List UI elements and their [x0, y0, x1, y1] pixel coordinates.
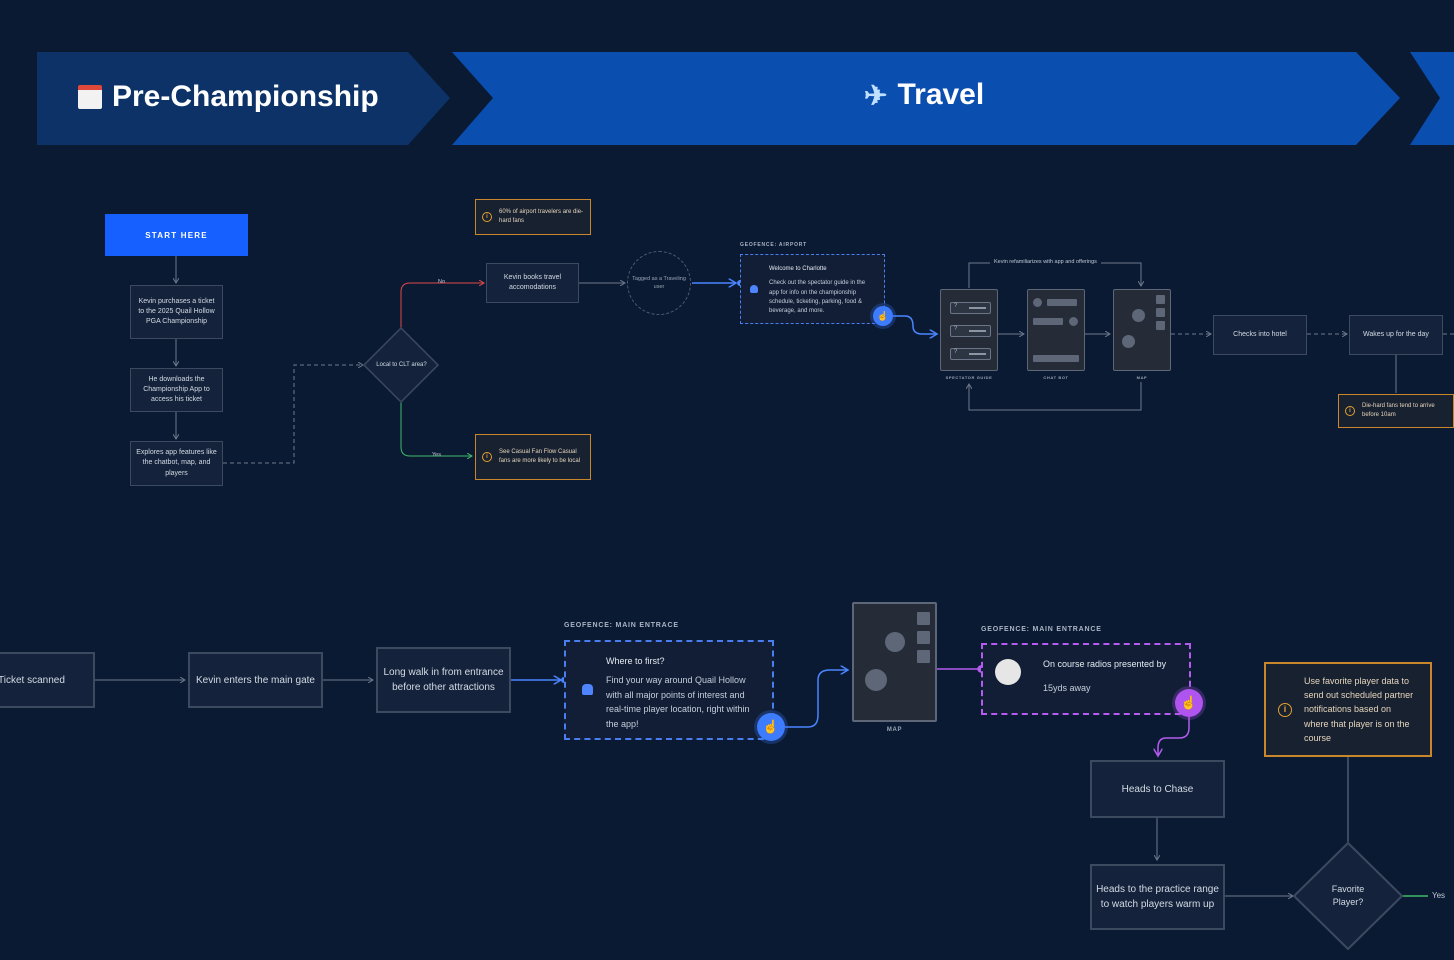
chat-bubble	[1033, 318, 1063, 325]
notification-airport-body: Check out the spectator guide in the app…	[769, 280, 866, 315]
chat-avatar	[1069, 317, 1078, 326]
notification-radio-body: 15yds away	[1043, 683, 1091, 694]
step-heads-to-chase[interactable]: Heads to Chase	[1090, 760, 1225, 818]
chat-input	[1033, 355, 1079, 362]
phase-banner-pre-championship	[37, 52, 450, 145]
edge-radio-chase	[1158, 715, 1190, 756]
step-purchase-ticket[interactable]: Kevin purchases a ticket to the 2025 Qua…	[130, 285, 223, 339]
notification-airport-title: Welcome to Charlotte	[769, 266, 827, 272]
decision-favorite-label: Favorite Player?	[1331, 883, 1365, 908]
map-pin	[865, 669, 887, 691]
tap-icon[interactable]: ☝	[757, 713, 785, 741]
guide-row	[950, 325, 991, 337]
screen-spectator-guide[interactable]	[940, 289, 998, 371]
chat-bubble	[1047, 299, 1077, 306]
note-favorite-player-data: i Use favorite player data to send out s…	[1264, 662, 1432, 757]
info-icon: i	[482, 212, 492, 222]
screen-spectator-guide-label: SPECTATOR GUIDE	[945, 375, 993, 380]
map-control	[917, 650, 930, 663]
info-icon: i	[482, 452, 492, 462]
loop-label: Kevin refamiliarizes with app and offeri…	[990, 259, 1101, 265]
notification-geofence-radio[interactable]: On course radios presented by 15yds away	[981, 643, 1191, 715]
step-enters-main-gate[interactable]: Kevin enters the main gate	[188, 652, 323, 708]
note-airport-travelers-text: 60% of airport travelers are die-hard fa…	[499, 209, 584, 224]
tap-icon[interactable]: ☝	[873, 306, 893, 326]
phase-banner-next	[1410, 52, 1454, 145]
map-control	[917, 631, 930, 644]
bell-icon	[582, 684, 593, 695]
geofence-airport-label: GEOFENCE: AIRPORT	[740, 242, 808, 248]
step-ticket-scanned[interactable]: Ticket scanned	[0, 652, 95, 708]
edge-label-yes-bottom: Yes	[1432, 891, 1446, 900]
step-explore-features[interactable]: Explores app features like the chatbot, …	[130, 441, 223, 486]
start-here-button[interactable]: START HERE	[105, 214, 248, 256]
map-control	[1156, 308, 1165, 317]
edge-geo-map	[785, 670, 848, 728]
notification-geofence-airport[interactable]: Welcome to Charlotte Check out the spect…	[740, 254, 885, 324]
phase-pre-championship: Pre-Championship	[78, 80, 379, 114]
screen-chat-bot-label: CHAT BOT	[1043, 375, 1069, 380]
notification-geofence-main[interactable]: Where to first? Find your way around Qua…	[564, 640, 774, 740]
guide-row	[950, 302, 991, 314]
geofence-main-label: GEOFENCE: MAIN ENTRACE	[564, 622, 679, 629]
airplane-icon: ✈	[864, 79, 888, 111]
info-icon: i	[1345, 406, 1355, 416]
screen-map[interactable]	[1113, 289, 1171, 371]
tap-icon[interactable]: ☝	[1175, 689, 1203, 717]
sponsor-logo	[995, 659, 1021, 685]
edge-loop-top	[968, 262, 1141, 288]
screen-map-bottom-label: MAP	[886, 727, 903, 733]
step-books-travel[interactable]: Kevin books travel accomodations	[486, 263, 579, 303]
note-casual-fan-flow-text: See Casual Fan Flow Casual fans are more…	[499, 449, 581, 464]
step-long-walk[interactable]: Long walk in from entrance before other …	[376, 647, 511, 713]
note-die-hard-fans: i Die-hard fans tend to arrive before 10…	[1338, 394, 1454, 428]
screen-map-bottom[interactable]	[852, 602, 937, 722]
map-pin	[1122, 335, 1135, 348]
step-wakes-up[interactable]: Wakes up for the day	[1349, 315, 1443, 355]
phase-banner-travel	[452, 52, 1400, 145]
guide-row	[950, 348, 991, 360]
note-airport-travelers: i 60% of airport travelers are die-hard …	[475, 199, 591, 235]
note-favorite-player-data-text: Use favorite player data to send out sch…	[1304, 675, 1414, 744]
map-pin	[885, 632, 905, 652]
geofence-radio-label: GEOFENCE: MAIN ENTRANCE	[981, 626, 1102, 633]
phase-pre-championship-label: Pre-Championship	[112, 80, 379, 113]
edge-explore-decision	[223, 365, 363, 464]
edge-no	[400, 283, 484, 328]
info-icon: i	[1278, 702, 1292, 717]
map-pin	[1132, 309, 1145, 322]
state-tagged-traveling: Tagged as a Traveling user	[627, 251, 691, 315]
step-download-app[interactable]: He downloads the Championship App to acc…	[130, 368, 223, 412]
notification-main-body: Find your way around Quail Hollow with a…	[606, 675, 750, 729]
screen-map-label: MAP	[1136, 375, 1148, 380]
decision-local-label: Local to CLT area?	[376, 361, 427, 368]
notification-main-title: Where to first?	[606, 656, 665, 666]
map-control	[1156, 321, 1165, 330]
map-control	[917, 612, 930, 625]
map-control	[1156, 295, 1165, 304]
edge-geo-guide	[893, 315, 937, 334]
chat-avatar	[1033, 298, 1042, 307]
phase-travel: ✈ Travel	[864, 78, 984, 112]
notification-radio-title: On course radios presented by	[1043, 659, 1167, 669]
phase-travel-label: Travel	[897, 78, 985, 111]
bell-icon	[750, 285, 758, 293]
edge-label-yes: Yes	[432, 452, 441, 458]
edge-loop-bottom	[969, 382, 1142, 411]
decision-favorite-shape	[1292, 841, 1404, 951]
note-die-hard-fans-text: Die-hard fans tend to arrive before 10am	[1362, 403, 1435, 418]
calendar-icon	[78, 85, 102, 109]
note-casual-fan-flow: i See Casual Fan Flow Casual fans are mo…	[475, 434, 591, 480]
step-practice-range[interactable]: Heads to the practice range to watch pla…	[1090, 864, 1225, 930]
step-checks-into-hotel[interactable]: Checks into hotel	[1213, 315, 1307, 355]
edge-yes	[400, 402, 472, 456]
edge-label-no: No	[438, 279, 446, 285]
decision-local-shape	[362, 326, 440, 404]
screen-chat-bot[interactable]	[1027, 289, 1085, 371]
